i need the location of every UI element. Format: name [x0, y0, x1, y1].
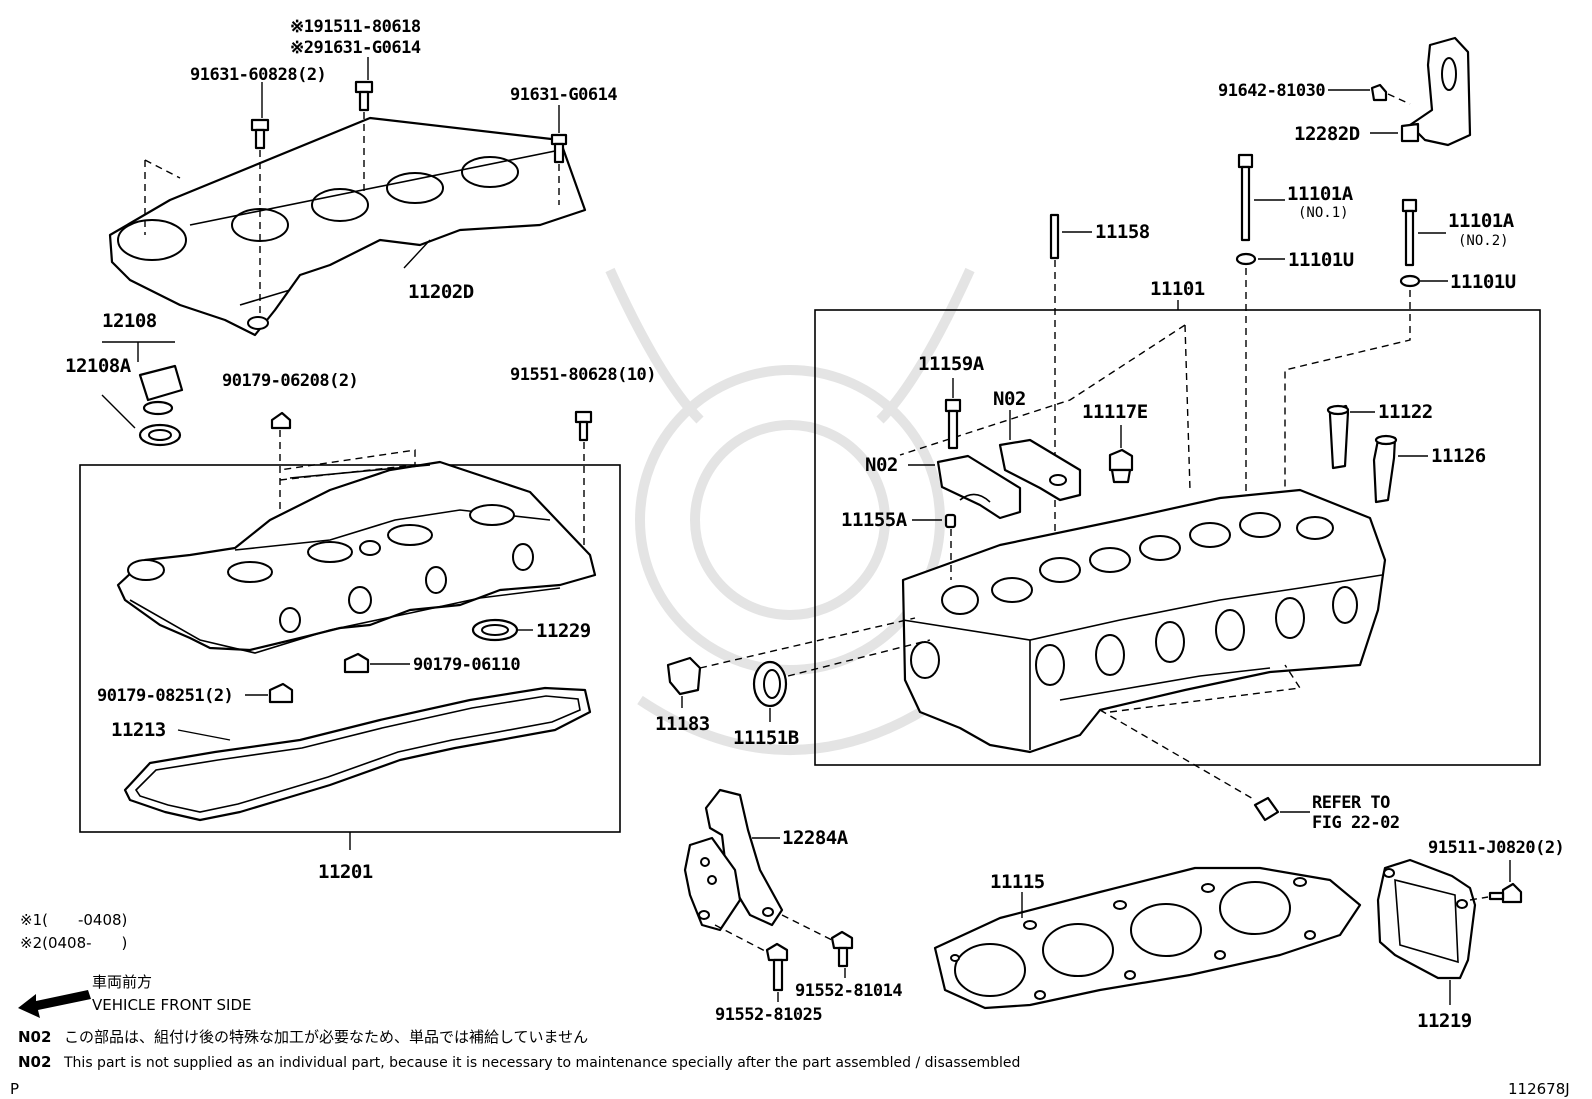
label-91551-80628: 91551-80628(10) [510, 365, 656, 385]
label-11117e: 11117E [1082, 401, 1148, 423]
plug-refer-fig-22-02 [1253, 796, 1280, 822]
label-91631-g0614-b: 91631-G0614 [510, 85, 617, 105]
oil-seal-11151b [752, 660, 788, 708]
label-11151b: 11151B [733, 727, 799, 749]
guide-11122 [1326, 404, 1350, 470]
cylinder-head-11101 [901, 488, 1387, 754]
label-11101a-1-sub: (NO.1) [1298, 205, 1349, 221]
bearing-cap-n02-a [998, 438, 1082, 502]
note-front-jp: 車両前方 [92, 973, 152, 991]
grommet-90179-06110 [343, 652, 370, 674]
vehicle-front-arrow-icon [18, 990, 91, 1018]
bolt-91642-81030 [1370, 83, 1411, 105]
bolt-91511-80618 [354, 80, 374, 195]
bolt-91631-60828 [250, 118, 270, 318]
label-11101u-2: 11101U [1450, 271, 1516, 293]
label-11155a: 11155A [841, 509, 908, 531]
label-refer-to: REFER TO [1312, 793, 1390, 813]
n02-note-en: This part is not supplied as an individu… [63, 1055, 1020, 1071]
oil-filler-cap-12108 [138, 364, 184, 447]
bolt-91552-81014 [781, 914, 854, 968]
bolt-11159a [944, 398, 962, 450]
label-11122: 11122 [1378, 401, 1433, 423]
label-91511-j0820: 91511-J0820(2) [1428, 838, 1564, 858]
label-91631-g0614-a: ※291631-G0614 [290, 38, 421, 58]
label-12282d: 12282D [1294, 123, 1360, 145]
label-11158: 11158 [1095, 221, 1150, 243]
watermark-emblem [605, 267, 975, 755]
n02-code-jp: N02 [18, 1028, 51, 1046]
label-11201: 11201 [318, 861, 373, 883]
label-11101a-2-sub: (NO.2) [1458, 233, 1509, 249]
label-11101a-1: 11101A [1287, 183, 1354, 205]
label-11126: 11126 [1431, 445, 1486, 467]
label-11202d: 11202D [408, 281, 474, 303]
corner-marker: P [10, 1080, 19, 1098]
gasket-11213 [123, 686, 592, 822]
bearing-cap-n02-b [936, 454, 1022, 520]
engine-hanger-12282d [1400, 36, 1472, 147]
plug-11183 [666, 656, 702, 696]
bolt-91631-g0614 [550, 133, 568, 205]
label-n02-a: N02 [993, 388, 1026, 410]
note-range-1: ※1( -0408) [20, 911, 127, 929]
note-front-en: VEHICLE FRONT SIDE [92, 996, 252, 1014]
bolt-91552-81025 [714, 924, 789, 992]
label-11183: 11183 [655, 713, 710, 735]
bolt-91551-80628 [574, 410, 593, 555]
head-gasket-11115 [933, 866, 1362, 1010]
cylinder-head-cover-11201 [116, 460, 597, 654]
label-11101a-2: 11101A [1448, 210, 1515, 232]
bolt-91511-j0820 [1469, 882, 1523, 904]
n02-note-jp: この部品は、組付け後の特殊な加工が必要なため、単品では補給していません [64, 1028, 588, 1046]
head-bolt-11101a-no2 [1284, 198, 1421, 490]
label-91552-81025: 91552-81025 [715, 1005, 822, 1025]
label-11219: 11219 [1417, 1010, 1472, 1032]
figure-id: 112678J [1508, 1080, 1570, 1098]
plug-11117e [1108, 448, 1134, 484]
label-12108a: 12108A [65, 355, 132, 377]
label-91511-80618: ※191511-80618 [290, 17, 421, 37]
engine-cover-11202d [108, 116, 587, 337]
label-90179-06208: 90179-06208(2) [222, 371, 358, 391]
label-90179-06110: 90179-06110 [413, 655, 520, 675]
label-11229: 11229 [536, 620, 591, 642]
guide-11126 [1372, 434, 1398, 504]
label-11101: 11101 [1150, 278, 1205, 300]
label-90179-08251: 90179-08251(2) [97, 686, 233, 706]
label-91642-81030: 91642-81030 [1218, 81, 1325, 101]
label-fig-22-02: FIG 22-02 [1312, 813, 1400, 833]
pin-11155a [944, 513, 957, 580]
seal-11229 [471, 618, 519, 642]
label-12284a: 12284A [782, 827, 849, 849]
label-91631-60828: 91631-60828(2) [190, 65, 326, 85]
head-bolt-11101a-no1 [1235, 153, 1257, 500]
note-range-2: ※2(0408- ) [20, 934, 127, 952]
cover-plate-11219 [1376, 858, 1477, 980]
label-11213: 11213 [111, 719, 166, 741]
label-91552-81014: 91552-81014 [795, 981, 902, 1001]
label-12108: 12108 [102, 310, 157, 332]
label-11115: 11115 [990, 871, 1045, 893]
grommet-90179-08251 [268, 682, 294, 704]
label-n02-b: N02 [865, 454, 898, 476]
n02-code-en: N02 [18, 1053, 51, 1071]
label-11101u-1: 11101U [1288, 249, 1354, 271]
label-11159a: 11159A [918, 353, 985, 375]
engine-hanger-12284a [683, 788, 784, 932]
